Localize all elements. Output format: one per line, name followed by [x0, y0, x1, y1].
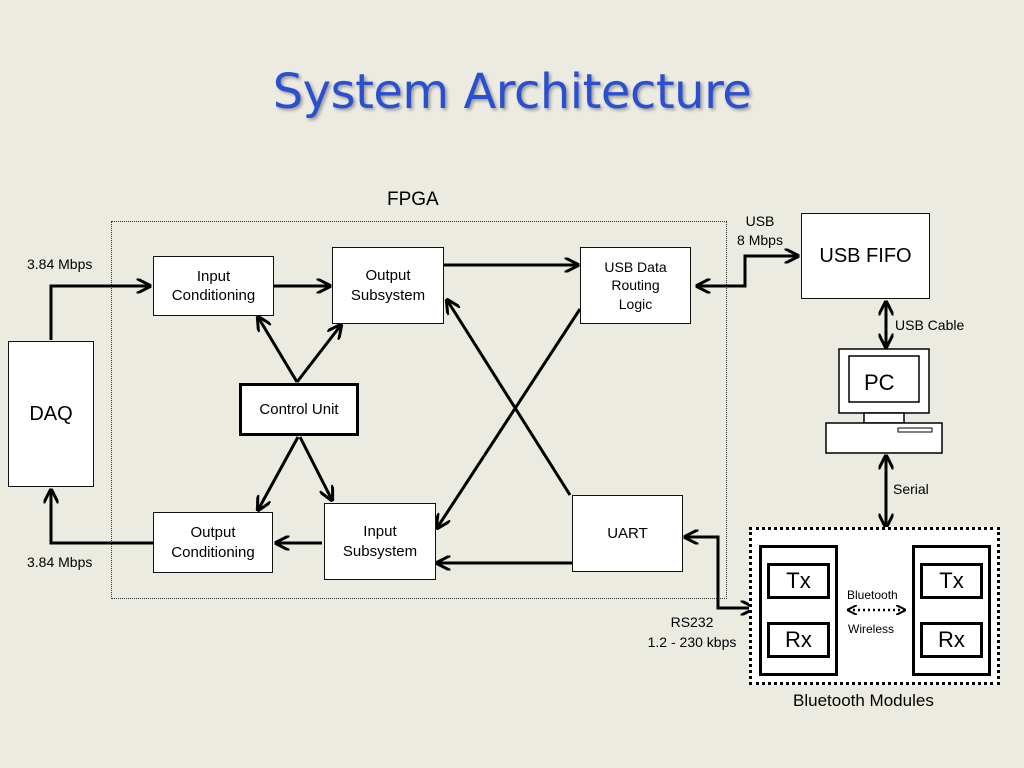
output-subsystem-block: Output Subsystem [332, 247, 444, 324]
wire-control-to-input-conditioning [258, 317, 299, 383]
tx-left: Tx [767, 563, 830, 599]
bluetooth-modules-caption: Bluetooth Modules [793, 691, 934, 710]
pc-computer-icon [825, 348, 943, 454]
daq-out-rate-label: 3.84 Mbps [27, 554, 93, 570]
rx-left: Rx [767, 622, 830, 658]
usb-link-label: USB 8 Mbps [737, 213, 783, 248]
wire-uart-to-output-subsystem [447, 300, 572, 496]
output-conditioning-block: Output Conditioning [153, 512, 273, 573]
wire-output-conditioning-to-daq [51, 490, 153, 545]
fpga-label: FPGA [387, 189, 439, 210]
wire-usb-to-input-subsystem [437, 308, 582, 528]
input-subsystem-block: Input Subsystem [324, 503, 436, 580]
daq-block: DAQ [8, 341, 94, 487]
wire-control-to-input-subsystem [298, 436, 332, 500]
wire-daq-to-input-conditioning [49, 286, 150, 340]
uart-block: UART [572, 495, 683, 572]
daq-in-rate-label: 3.84 Mbps [27, 256, 93, 272]
usb-fifo-block: USB FIFO [801, 213, 930, 299]
daq-label: DAQ [29, 403, 73, 425]
wire-uart-to-bluetooth [685, 537, 754, 608]
rx-right: Rx [920, 622, 983, 658]
fpga-boundary [111, 221, 727, 599]
rs232-label: RS232 1.2 - 230 kbps [647, 614, 737, 651]
usb-cable-label: USB Cable [895, 317, 965, 333]
page-title: System Architecture [272, 64, 752, 120]
usb-routing-block: USB Data Routing Logic [580, 247, 691, 324]
wire-control-to-output-conditioning [258, 436, 300, 510]
bluetooth-link-label: Bluetooth [847, 588, 898, 602]
wire-usb-routing-to-fifo [697, 256, 798, 286]
wire-control-to-output-subsystem [295, 325, 341, 383]
tx-right: Tx [920, 563, 983, 599]
wireless-link-label: Wireless [848, 622, 895, 636]
pc-label: PC [864, 370, 895, 395]
control-unit-block: Control Unit [239, 383, 359, 436]
input-conditioning-block: Input Conditioning [153, 256, 274, 316]
serial-label: Serial [893, 481, 929, 497]
